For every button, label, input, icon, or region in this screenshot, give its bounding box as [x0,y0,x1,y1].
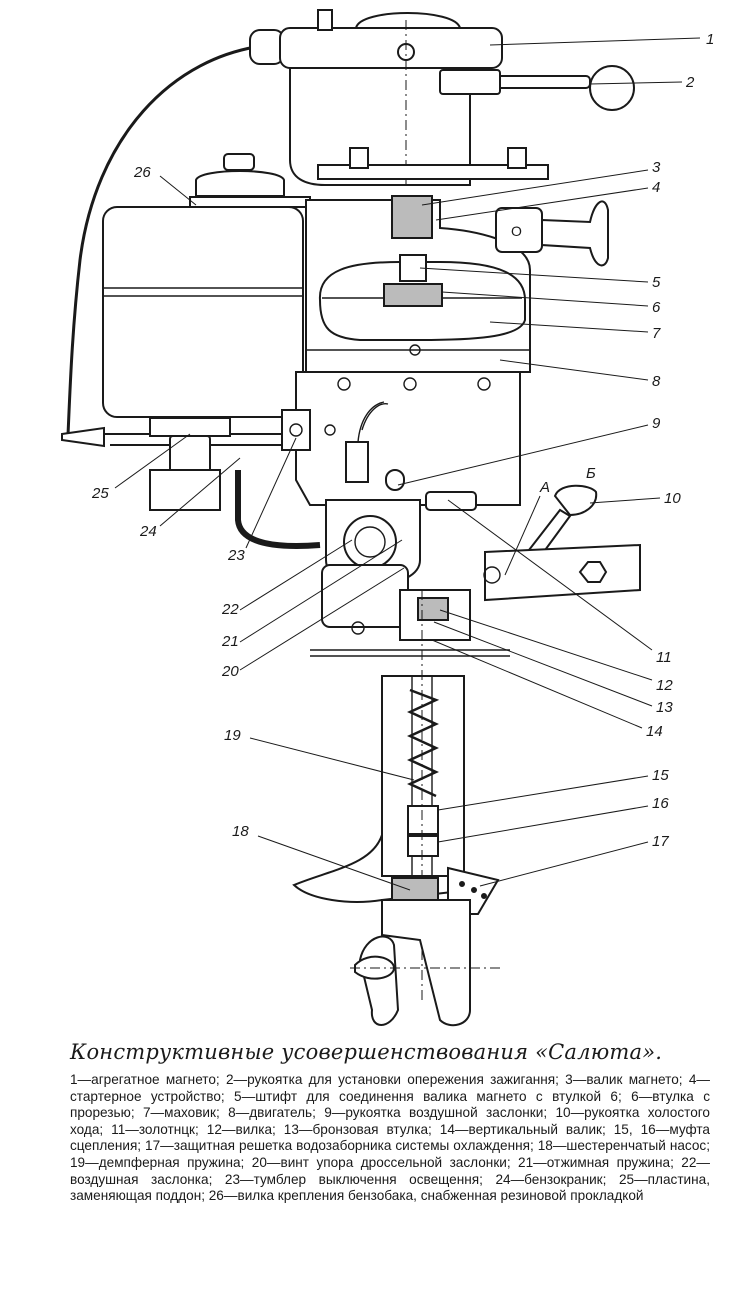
callout-7: 7 [652,325,661,342]
callout-6: 6 [652,299,661,316]
callout-5: 5 [652,274,661,291]
fuel-tank [102,206,304,418]
figure-caption: Конструктивные усовершенствования «Салют… [70,1040,710,1205]
callout-3: 3 [652,159,661,176]
callout-14: 14 [646,723,663,740]
plate-bolt-left [349,147,369,169]
callout-11: 11 [656,649,672,666]
fuel-tube-tip [61,426,105,448]
callout-2: 2 [685,74,695,91]
damper-spring-19 [407,688,440,798]
caption-title: Конструктивные усовершенствования «Салют… [70,1040,663,1064]
advance-lever-knob [589,65,635,111]
drain-block [149,469,221,511]
callout-9: 9 [652,415,661,432]
plate-bolt-right [507,147,527,169]
callout-B: Б [586,465,596,482]
slotted-bushing [383,283,443,307]
choke-knob-9 [385,469,405,491]
cable-boot [249,29,285,65]
caption-legend: 1—агрегатное магнето; 2—рукоятка для уст… [70,1072,710,1204]
fuel-pipe [235,470,321,549]
callout-4: 4 [652,179,660,196]
callout-21: 21 [221,633,239,650]
callout-labels: 1 2 3 4 5 6 7 8 9 10 11 12 13 14 15 16 1… [91,31,714,850]
motor-diagram: O [61,9,714,1027]
plate-25 [149,417,231,437]
callout-1: 1 [706,31,714,48]
gearbox-leg [381,899,471,1027]
callout-23: 23 [227,547,245,564]
callout-8: 8 [652,373,661,390]
callout-16: 16 [652,795,669,812]
svg-text:O: O [511,223,522,239]
throttle-knob [553,484,598,517]
magneto-housing [279,27,503,69]
ignition-cable [66,43,271,436]
float-chamber [321,564,409,628]
callout-18: 18 [232,823,249,840]
callout-13: 13 [656,699,673,716]
spool-11 [425,491,477,511]
toggle-23 [281,409,311,451]
tank-cap-knob [223,153,255,171]
callout-22: 22 [221,601,239,618]
engine-cylinder [295,371,521,506]
callout-20: 20 [221,663,239,680]
tank-cap [195,170,285,197]
clutch-15 [407,805,439,835]
callout-26: 26 [133,164,151,181]
callout-19: 19 [224,727,241,744]
callout-10: 10 [664,490,681,507]
hex-nut [578,561,608,583]
leader-lines [114,37,701,891]
propeller [358,935,400,1026]
callout-25: 25 [91,485,109,502]
bronze-bushing-13 [417,597,449,621]
callout-A: A [539,479,550,496]
magneto-body [289,67,471,186]
magneto-bolt [317,9,333,31]
tiller-bracket [484,543,641,602]
magneto-cap [354,12,462,29]
starter-handle [541,200,609,267]
advance-lever-base [439,69,501,95]
callout-17: 17 [652,833,669,850]
tank-strap-26 [189,196,311,208]
carb-top [345,441,369,483]
callout-24: 24 [139,523,157,540]
clutch-16 [407,835,439,857]
magneto-plate [317,164,549,180]
starter-housing [391,195,433,239]
callout-15: 15 [652,767,669,784]
callout-12: 12 [656,677,673,694]
